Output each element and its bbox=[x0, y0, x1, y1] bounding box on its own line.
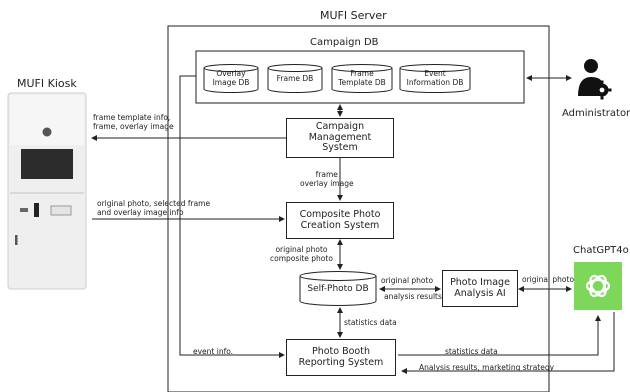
note-statistics-data-left: statistics data bbox=[344, 318, 397, 327]
note-original-photo-gpt: original photo bbox=[522, 275, 575, 284]
chatgpt-label: ChatGPT4o bbox=[573, 245, 629, 256]
openai-logo-icon bbox=[574, 262, 622, 310]
photo-image-analysis-ai: Photo Image Analysis AI bbox=[442, 270, 518, 307]
administrator-label: Administrator bbox=[562, 108, 630, 119]
note-statistics-data-right: statistics data bbox=[445, 347, 498, 356]
frame-db: Frame DB bbox=[276, 73, 314, 83]
note-original-photo-selected: original photo, selected frame and overl… bbox=[97, 199, 211, 217]
db-cylinder-shapes bbox=[203, 64, 471, 306]
connector-lines bbox=[91, 75, 615, 374]
note-analysis-marketing: Analysis results, marketing strategy bbox=[419, 363, 555, 372]
kiosk-illustration bbox=[7, 92, 87, 290]
server-title: MUFI Server bbox=[320, 9, 387, 22]
note-event-info: event info. bbox=[193, 347, 234, 356]
server-frame bbox=[167, 25, 550, 392]
note-analysis-results: analysis results bbox=[384, 292, 442, 301]
campaign-db-frame bbox=[195, 50, 525, 104]
note-frame-template-info: frame template info, frame, overlay imag… bbox=[93, 113, 174, 131]
note-frame-overlay: frame overlay image bbox=[300, 170, 354, 188]
campaign-management-system: Campaign Management System bbox=[286, 118, 394, 158]
photo-booth-reporting-system: Photo Booth Reporting System bbox=[286, 339, 396, 376]
note-original-composite: original photo composite photo bbox=[270, 245, 333, 263]
campaign-db-title: Campaign DB bbox=[310, 37, 379, 48]
self-photo-db: Self-Photo DB bbox=[307, 284, 369, 294]
note-original-photo-ai: original photo bbox=[381, 276, 434, 285]
kiosk-title: MUFI Kiosk bbox=[17, 77, 77, 90]
composite-photo-creation-system: Composite Photo Creation System bbox=[286, 202, 394, 239]
admin-gear-icon bbox=[578, 59, 612, 100]
